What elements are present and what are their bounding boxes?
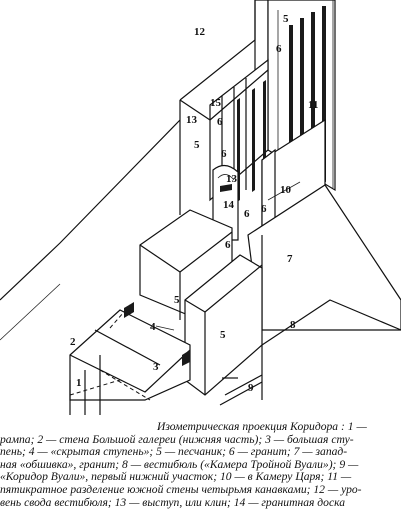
caption-line: вень свода вестибюля; 13 — выступ, или к… [0, 496, 346, 509]
label-11: 11 [308, 99, 318, 111]
label-8: 8 [290, 319, 296, 331]
caption-line: пень; 4 — «скрытая ступень»; 5 — песчани… [0, 446, 348, 459]
label-6b: 6 [244, 208, 250, 220]
great-step [69, 302, 191, 415]
caption-line: пятикратное разделение южной стены четыр… [0, 483, 362, 496]
label-1: 1 [76, 377, 82, 389]
vestibule-floor [261, 299, 401, 400]
isometric-corridor-drawing: 1 2 3 4 5 5 5 5 6 6 6 6 6 6 7 8 9 10 11 … [0, 0, 401, 415]
label-6d: 6 [217, 116, 223, 128]
label-6e: 6 [221, 148, 227, 160]
caption-line: Изометрическая проекция Коридора : 1 — [157, 421, 367, 433]
figure-caption: Изометрическая проекция Коридора : 1 — р… [0, 421, 401, 523]
label-15: 15 [210, 97, 222, 109]
granite-leaf [212, 164, 239, 241]
label-4: 4 [150, 321, 156, 333]
label-6a: 6 [225, 239, 231, 251]
caption-line: рампа; 2 — стена Большой галереи (нижняя… [0, 433, 354, 446]
label-9: 9 [248, 382, 254, 394]
label-6f: 6 [276, 43, 282, 55]
label-12: 12 [194, 26, 206, 38]
label-3: 3 [153, 361, 159, 373]
label-5a: 5 [174, 294, 180, 306]
sandstone-blocks [139, 209, 263, 396]
caption-line: ная «обшивка», гранит; 8 — вестибюль («К… [0, 458, 359, 471]
label-5c: 5 [194, 139, 200, 151]
label-5b: 5 [220, 329, 226, 341]
caption-line: «Коридор Вуали», первый нижний участок; … [0, 471, 352, 484]
label-14: 14 [223, 199, 235, 211]
label-10: 10 [280, 184, 292, 196]
label-5d: 5 [283, 13, 289, 25]
ramp [69, 370, 121, 415]
label-6c: 6 [261, 203, 267, 215]
label-2: 2 [70, 336, 76, 348]
gallery-wall [0, 119, 181, 341]
label-7: 7 [287, 253, 293, 265]
label-13a: 13 [186, 114, 198, 126]
label-13b: 13 [226, 173, 238, 185]
figure-labels: 1 2 3 4 5 5 5 5 6 6 6 6 6 6 7 8 9 10 11 … [70, 13, 318, 394]
portcullis-corridor [219, 374, 263, 406]
